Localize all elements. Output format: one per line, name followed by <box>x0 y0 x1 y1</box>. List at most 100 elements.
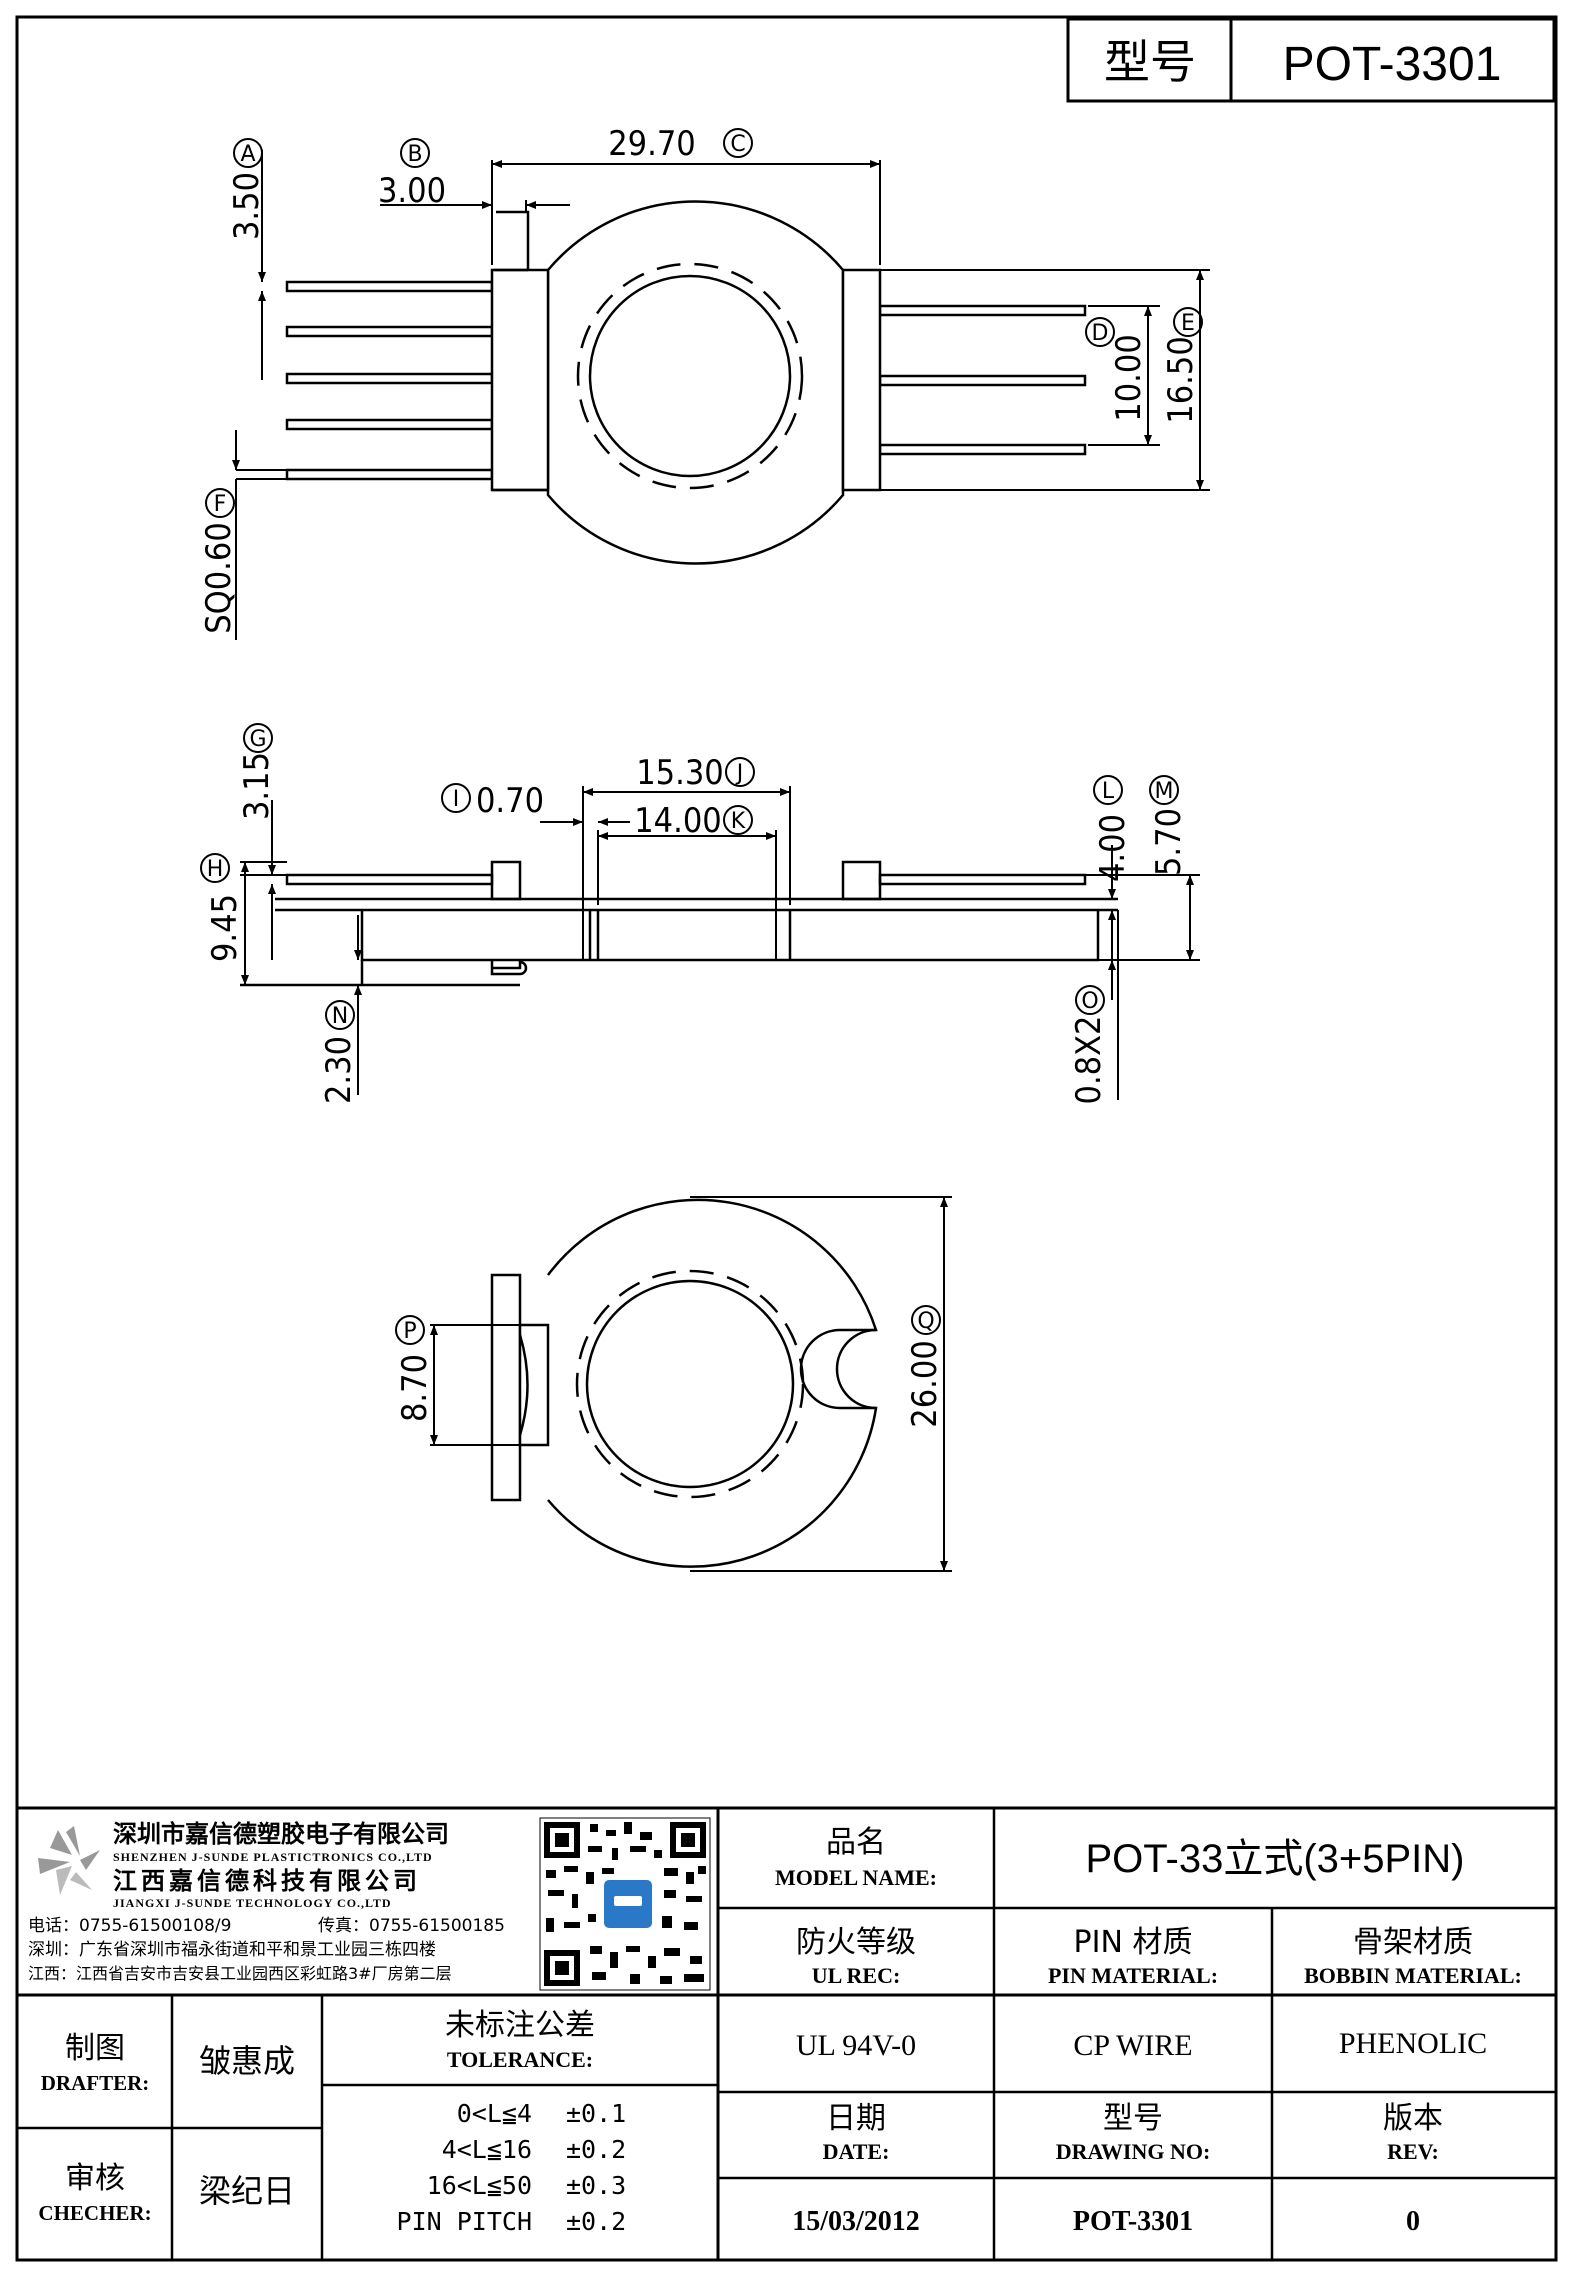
side-view-dimensions <box>240 786 1200 1100</box>
checker-name: 梁纪日 <box>199 2172 295 2210</box>
tolerance-range-1: 4<L≦16 <box>442 2135 532 2164</box>
rev-en: REV: <box>1387 2139 1439 2164</box>
bottom-view-dimensions <box>430 1196 952 1572</box>
dim-k-value: 14.00 <box>634 801 722 841</box>
dim-i-value: 0.70 <box>476 781 544 821</box>
qr-code-icon <box>539 1817 711 1991</box>
tolerance-value-0: ±0.1 <box>566 2099 626 2128</box>
rev-value: 0 <box>1406 2206 1420 2237</box>
top-title-box: 型号 POT-3301 <box>1066 17 1556 103</box>
dim-q-value: 26.00 <box>905 1340 945 1428</box>
pin-en: PIN MATERIAL: <box>1048 1963 1218 1988</box>
date-cn: 日期 <box>826 2101 886 2136</box>
dim-b-value: 3.00 <box>378 171 446 211</box>
dim-a-letter: A <box>240 142 255 167</box>
core-inner-circle <box>588 274 792 478</box>
info-cells: 品名 MODEL NAME: POT-33立式(3+5PIN) 防火等级 UL … <box>775 1825 1522 2237</box>
staff-cells: 制图 DRAFTER: 皱惠成 审核 CHECHER: 梁纪日 <box>38 2031 295 2225</box>
dim-a-value: 3.50 <box>227 172 267 240</box>
drafter-en: DRAFTER: <box>41 2071 150 2095</box>
company-area: 深圳市嘉信德塑胶电子有限公司 SHENZHEN J-SUNDE PLASTICT… <box>28 1817 711 1991</box>
pin-block-right <box>841 268 882 492</box>
bottom-flange-outline <box>546 1198 878 1568</box>
dim-k-letter: K <box>731 809 746 834</box>
company-phone: 电话：0755-61500108/9 <box>28 1916 231 1936</box>
model-value: POT-3301 <box>1283 38 1502 91</box>
pin-value: CP WIRE <box>1073 2029 1192 2062</box>
company-logo-icon <box>38 1826 100 1895</box>
side-pin-left <box>285 873 494 886</box>
dim-o-value: 0.8X2 <box>1069 1015 1109 1104</box>
dim-e-value: 16.50 <box>1161 336 1201 424</box>
dim-h-value: 9.45 <box>205 894 245 962</box>
company-addr-jx: 江西：江西省吉安市吉安县工业园西区彩虹路3#厂房第二层 <box>28 1964 452 1983</box>
tolerance-value-2: ±0.3 <box>566 2171 626 2200</box>
dim-l-value: 4.00 <box>1093 814 1133 882</box>
dim-j-letter: J <box>735 761 744 786</box>
dim-j-value: 15.30 <box>636 753 724 793</box>
dim-f-letter: F <box>214 492 227 517</box>
company-name-sz-en: SHENZHEN J-SUNDE PLASTICTRONICS CO.,LTD <box>113 1850 433 1864</box>
bottom-view <box>490 1198 878 1568</box>
model-name-value: POT-33立式(3+5PIN) <box>1085 1837 1464 1881</box>
core-dashed-circle <box>576 262 804 490</box>
dim-d-value: 10.00 <box>1109 334 1149 422</box>
sheet-border <box>15 15 1558 2262</box>
dim-l-letter: L <box>1102 779 1115 804</box>
bobbin-en: BOBBIN MATERIAL: <box>1304 1963 1522 1988</box>
dim-b-letter: B <box>407 142 422 167</box>
bottom-core-circle <box>585 1279 795 1489</box>
title-block <box>17 1806 1556 2260</box>
bobbin-value: PHENOLIC <box>1339 2027 1487 2060</box>
rev-cn: 版本 <box>1383 2101 1443 2136</box>
dim-o-letter: O <box>1081 989 1098 1014</box>
checker-cn: 审核 <box>65 2161 125 2196</box>
side-pin-block-left <box>490 860 522 901</box>
company-name-sz: 深圳市嘉信德塑胶电子有限公司 <box>113 1820 449 1848</box>
tolerance-value-3: ±0.2 <box>566 2207 626 2236</box>
dim-g-value: 3.15 <box>237 752 277 820</box>
dim-n-value: 2.30 <box>319 1036 359 1104</box>
side-pin-block-right <box>841 860 882 901</box>
tolerance-title-en: TOLERANCE: <box>447 2047 593 2072</box>
side-pin-right <box>878 873 1087 886</box>
tolerance-range-2: 16<L≦50 <box>427 2171 532 2200</box>
company-fax: 传真：0755-61500185 <box>318 1916 505 1936</box>
ul-en: UL REC: <box>812 1963 901 1988</box>
model-name-en: MODEL NAME: <box>775 1865 937 1890</box>
company-addr-sz: 深圳：广东省深圳市福永街道和平和景工业园三栋四楼 <box>28 1940 436 1960</box>
pins-right <box>878 304 1087 456</box>
tolerance-value-1: ±0.2 <box>566 2135 626 2164</box>
pin-cn: PIN 材质 <box>1074 1925 1193 1960</box>
dim-d-letter: D <box>1092 321 1109 346</box>
dim-m-value: 5.70 <box>1149 808 1189 876</box>
dim-i-letter: I <box>453 787 460 812</box>
tolerance-cells: 未标注公差 TOLERANCE: 0<L≦4 ±0.1 4<L≦16 ±0.2 … <box>397 2008 627 2236</box>
tolerance-range-3: PIN PITCH <box>397 2207 532 2236</box>
dim-g-letter: G <box>249 727 266 752</box>
dim-p-letter: P <box>403 1319 416 1344</box>
tolerance-title-cn: 未标注公差 <box>445 2008 595 2043</box>
dim-c-value: 29.70 <box>608 124 696 164</box>
top-view-dimensions <box>232 150 1210 640</box>
drafter-name: 皱惠成 <box>199 2042 295 2080</box>
company-name-jx: 江西嘉信德科技有限公司 <box>113 1867 421 1895</box>
pins-left <box>285 280 494 481</box>
drawing-en: DRAWING NO: <box>1056 2139 1211 2164</box>
top-view <box>285 200 1087 565</box>
dim-q-letter: Q <box>917 1309 934 1334</box>
dim-p-value: 8.70 <box>395 1354 435 1422</box>
dim-c-letter: C <box>730 132 745 157</box>
bottom-core-dashed-circle <box>575 1269 805 1499</box>
dim-h-letter: H <box>207 857 224 882</box>
pin-block-left <box>490 268 550 492</box>
dim-e-letter: E <box>1181 311 1195 336</box>
company-name-jx-en: JIANGXI J-SUNDE TECHNOLOGY CO.,LTD <box>113 1896 392 1910</box>
dimension-labels: 29.70 C B 3.00 A 3.50 F SQ0.60 D 10.00 E… <box>199 124 1203 1428</box>
dim-m-letter: M <box>1155 779 1174 804</box>
ul-cn: 防火等级 <box>796 1925 916 1960</box>
flange-outline <box>546 200 845 565</box>
date-value: 15/03/2012 <box>792 2206 920 2237</box>
checker-en: CHECHER: <box>38 2201 151 2225</box>
